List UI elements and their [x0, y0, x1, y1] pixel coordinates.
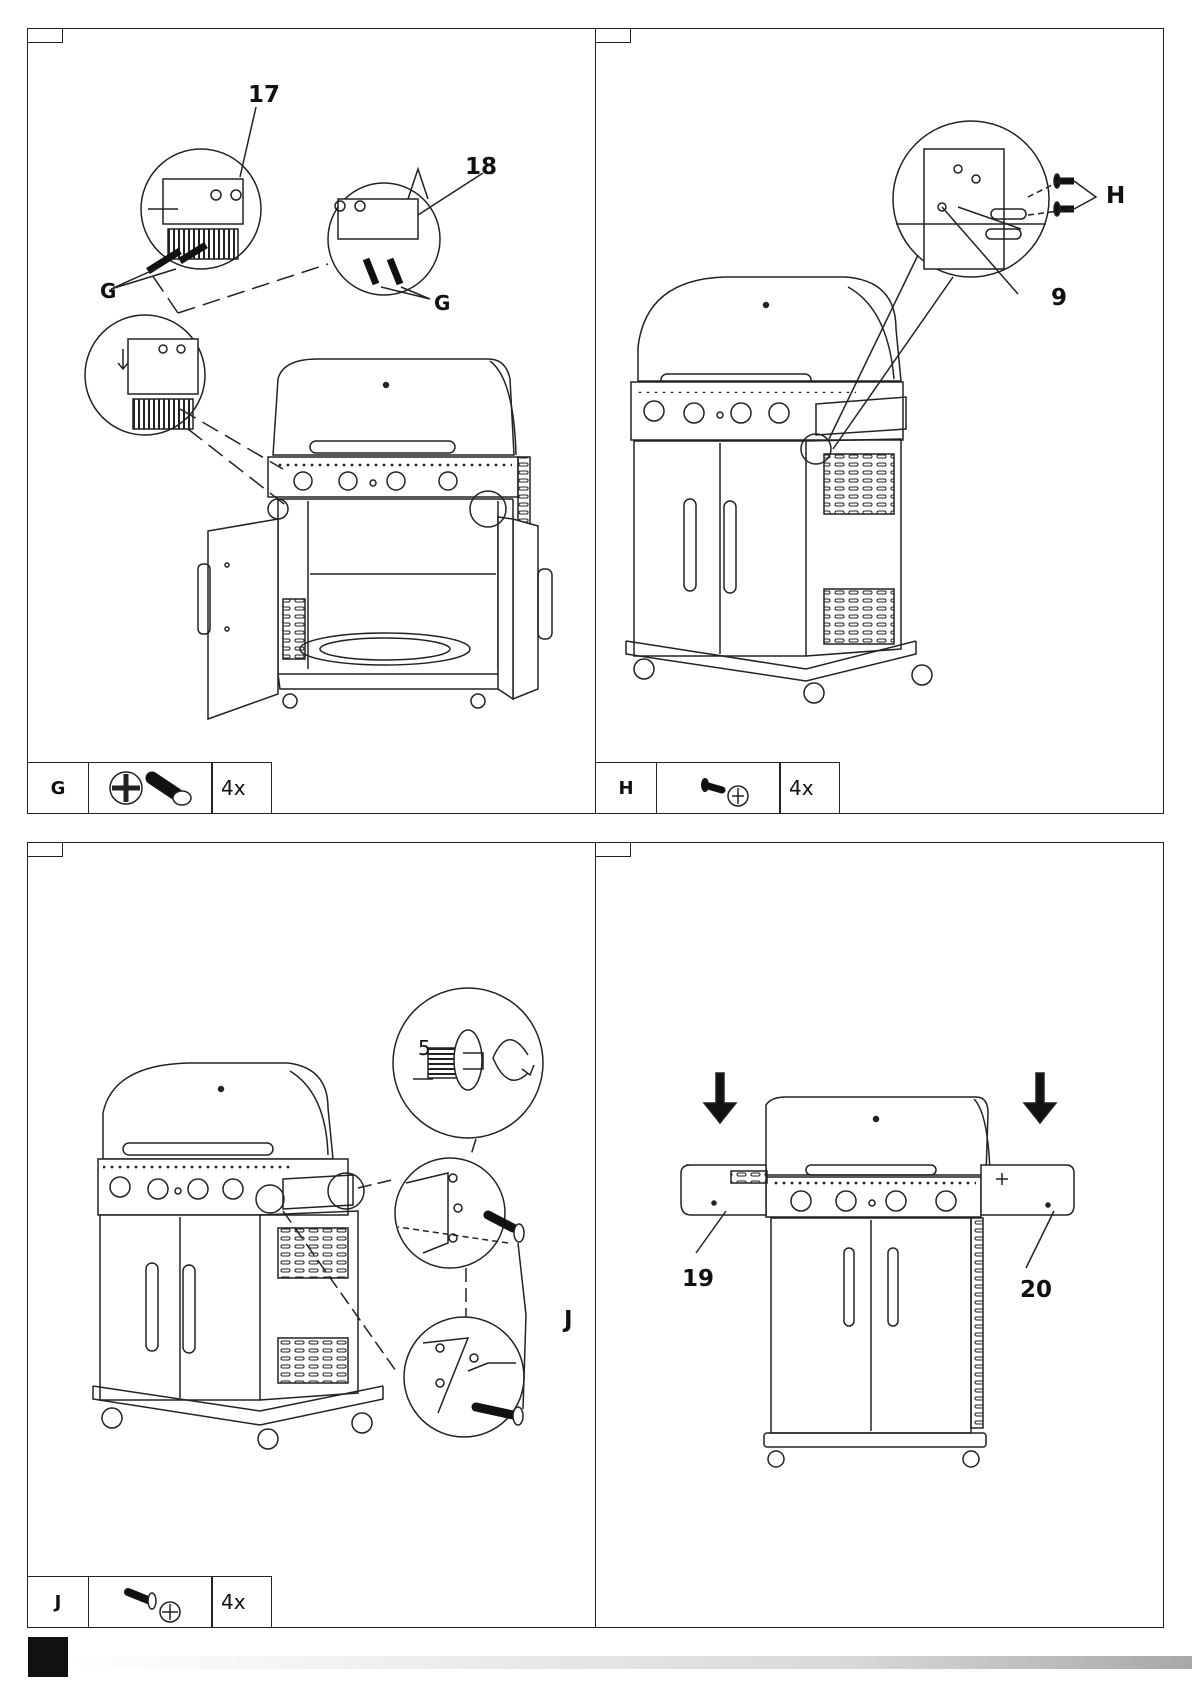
step-panel-4: 19 20 — [595, 842, 1164, 1628]
part-number-20: 20 — [1020, 1279, 1052, 1302]
phillips-bolt-icon — [100, 766, 200, 810]
part-number-9: 9 — [1051, 287, 1067, 310]
step-panel-3: 5 J J 4x — [27, 842, 597, 1628]
parts-legend: H 4x — [595, 762, 839, 814]
assembly-illustration-4 — [596, 843, 1165, 1577]
footer-gradient-bar — [68, 1656, 1192, 1669]
pan-head-screw-icon — [100, 1580, 200, 1624]
legend-quantity: 4x — [211, 762, 272, 814]
distance-label-5: 5 — [418, 1038, 431, 1058]
legend-quantity: 4x — [211, 1576, 272, 1628]
bolt-label-h: H — [1106, 185, 1125, 208]
assembly-illustration-2 — [596, 29, 1165, 763]
assembly-illustration-3 — [28, 843, 598, 1577]
pan-head-screw-icon — [668, 766, 768, 810]
step-panel-1: 17 18 G G G 4x — [27, 28, 597, 814]
parts-legend: J 4x — [27, 1576, 271, 1628]
bolt-label-j: J — [564, 1309, 573, 1332]
legend-quantity: 4x — [779, 762, 840, 814]
bolt-label-g: G — [434, 293, 450, 313]
part-number-18: 18 — [465, 156, 497, 179]
legend-letter: H — [595, 762, 657, 814]
part-number-17: 17 — [248, 84, 280, 107]
legend-hardware — [656, 762, 781, 814]
page-corner-marker — [28, 1637, 68, 1677]
parts-legend: G 4x — [27, 762, 271, 814]
bolt-label-g: G — [100, 281, 116, 301]
legend-hardware — [88, 762, 213, 814]
legend-letter: G — [27, 762, 89, 814]
part-number-19: 19 — [682, 1268, 714, 1291]
legend-hardware — [88, 1576, 213, 1628]
legend-letter: J — [27, 1576, 89, 1628]
step-panel-2: H 9 H 4x — [595, 28, 1164, 814]
assembly-illustration-1 — [28, 29, 598, 763]
